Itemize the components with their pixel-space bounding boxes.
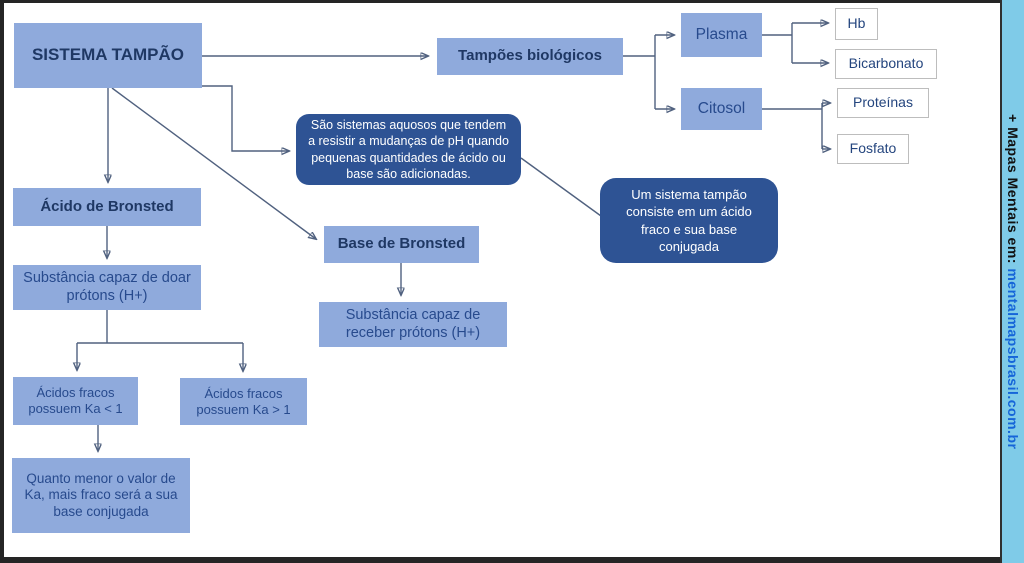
node-ka-maior: Ácidos fracos possuem Ka > 1: [180, 378, 307, 425]
branding-sidebar: + Mapas Mentais em: mentalmapsbrasil.com…: [1000, 0, 1024, 563]
branding-prefix: + Mapas Mentais em:: [1005, 113, 1021, 269]
callout-composicao: Um sistema tampão consiste em um ácido f…: [600, 178, 778, 263]
node-tampoes-biologicos: Tampões biológicos: [437, 38, 623, 75]
connector-citosol-trunk: [762, 103, 823, 149]
connector-tampoes-trunk: [623, 35, 656, 109]
node-plasma: Plasma: [681, 13, 762, 57]
node-proteinas: Proteínas: [837, 88, 929, 118]
connector-definicao-to-composicao: [520, 157, 602, 217]
node-sistema-tampao: SISTEMA TAMPÃO: [14, 23, 202, 88]
branding-text: + Mapas Mentais em: mentalmapsbrasil.com…: [1005, 114, 1021, 449]
node-citosol: Citosol: [681, 88, 762, 130]
connector-plasma-trunk: [762, 23, 793, 63]
node-ka-menor: Ácidos fracos possuem Ka < 1: [13, 377, 138, 425]
frame-border-bottom: [0, 557, 1002, 563]
node-acido-bronsted: Ácido de Bronsted: [13, 188, 201, 226]
node-base-definicao: Substância capaz de receber prótons (H+): [319, 302, 507, 347]
node-base-bronsted: Base de Bronsted: [324, 226, 479, 263]
node-acido-definicao: Substância capaz de doar prótons (H+): [13, 265, 201, 310]
branding-url: mentalmapsbrasil.com.br: [1005, 268, 1021, 450]
node-ka-nota: Quanto menor o valor de Ka, mais fraco s…: [12, 458, 190, 533]
frame-border-left: [0, 0, 4, 563]
connector-acido-def-trunk: [77, 310, 243, 344]
frame-border-top: [0, 0, 1002, 3]
node-fosfato: Fosfato: [837, 134, 909, 164]
node-hb: Hb: [835, 8, 878, 40]
callout-definicao: São sistemas aquosos que tendem a resist…: [296, 114, 521, 185]
connector-root-to-definicao: [202, 85, 289, 151]
connector-root-to-base: [111, 87, 316, 239]
node-bicarbonato: Bicarbonato: [835, 49, 937, 79]
